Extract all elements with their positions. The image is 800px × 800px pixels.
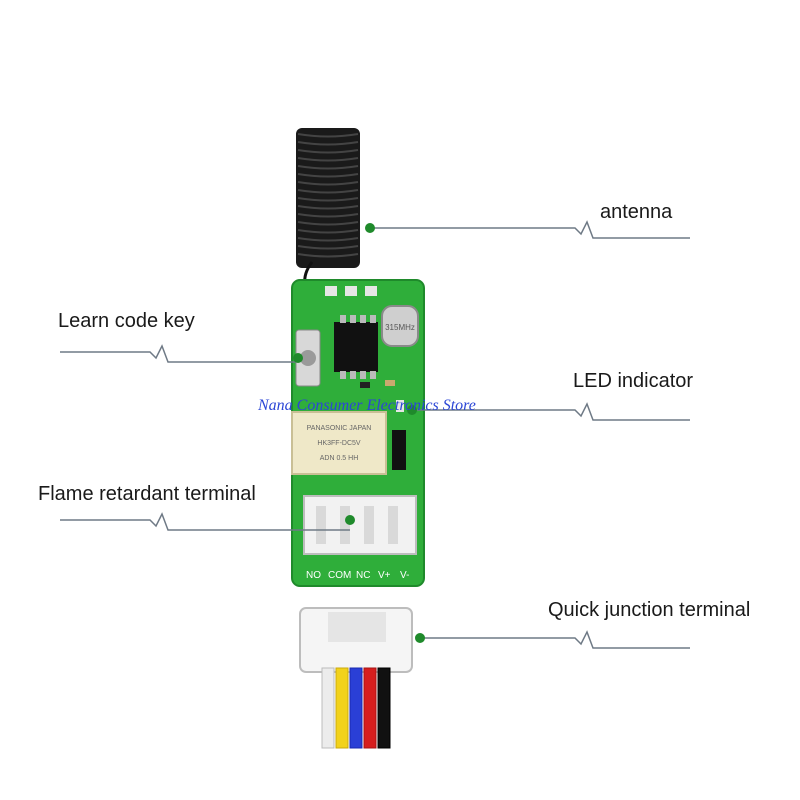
- svg-text:COM: COM: [328, 570, 351, 581]
- leader-lines: [60, 220, 690, 649]
- svg-text:HK3FF-DC5V: HK3FF-DC5V: [317, 440, 361, 447]
- label-quick-junction-terminal: Quick junction terminal: [548, 599, 751, 621]
- svg-text:NC: NC: [356, 570, 370, 581]
- label-antenna: antenna: [600, 201, 673, 223]
- relay: [291, 411, 387, 475]
- crystal-resonator: [381, 305, 419, 347]
- diode: [392, 430, 406, 470]
- svg-text:V+: V+: [378, 570, 391, 581]
- svg-text:315MHz: 315MHz: [385, 323, 415, 332]
- antenna-coil: [296, 128, 360, 302]
- svg-text:PANASONIC JAPAN: PANASONIC JAPAN: [307, 425, 372, 432]
- svg-text:ADN 0.5 HH: ADN 0.5 HH: [320, 455, 359, 462]
- label-flame-retardant-terminal: Flame retardant terminal: [38, 483, 256, 505]
- store-watermark: Nana Consumer Electronics Store: [258, 397, 476, 414]
- ic-chip: [334, 322, 378, 372]
- label-led-indicator: LED indicator: [573, 370, 694, 392]
- quick-junction-connector: [299, 607, 413, 673]
- pcb-board: 315MHz PANASONIC JAPAN HK3FF-DC5V ADN 0.…: [291, 279, 425, 587]
- wires: [321, 667, 391, 749]
- svg-text:NO: NO: [306, 570, 321, 581]
- svg-text:V-: V-: [400, 570, 409, 581]
- label-learn-code-key: Learn code key: [58, 310, 195, 332]
